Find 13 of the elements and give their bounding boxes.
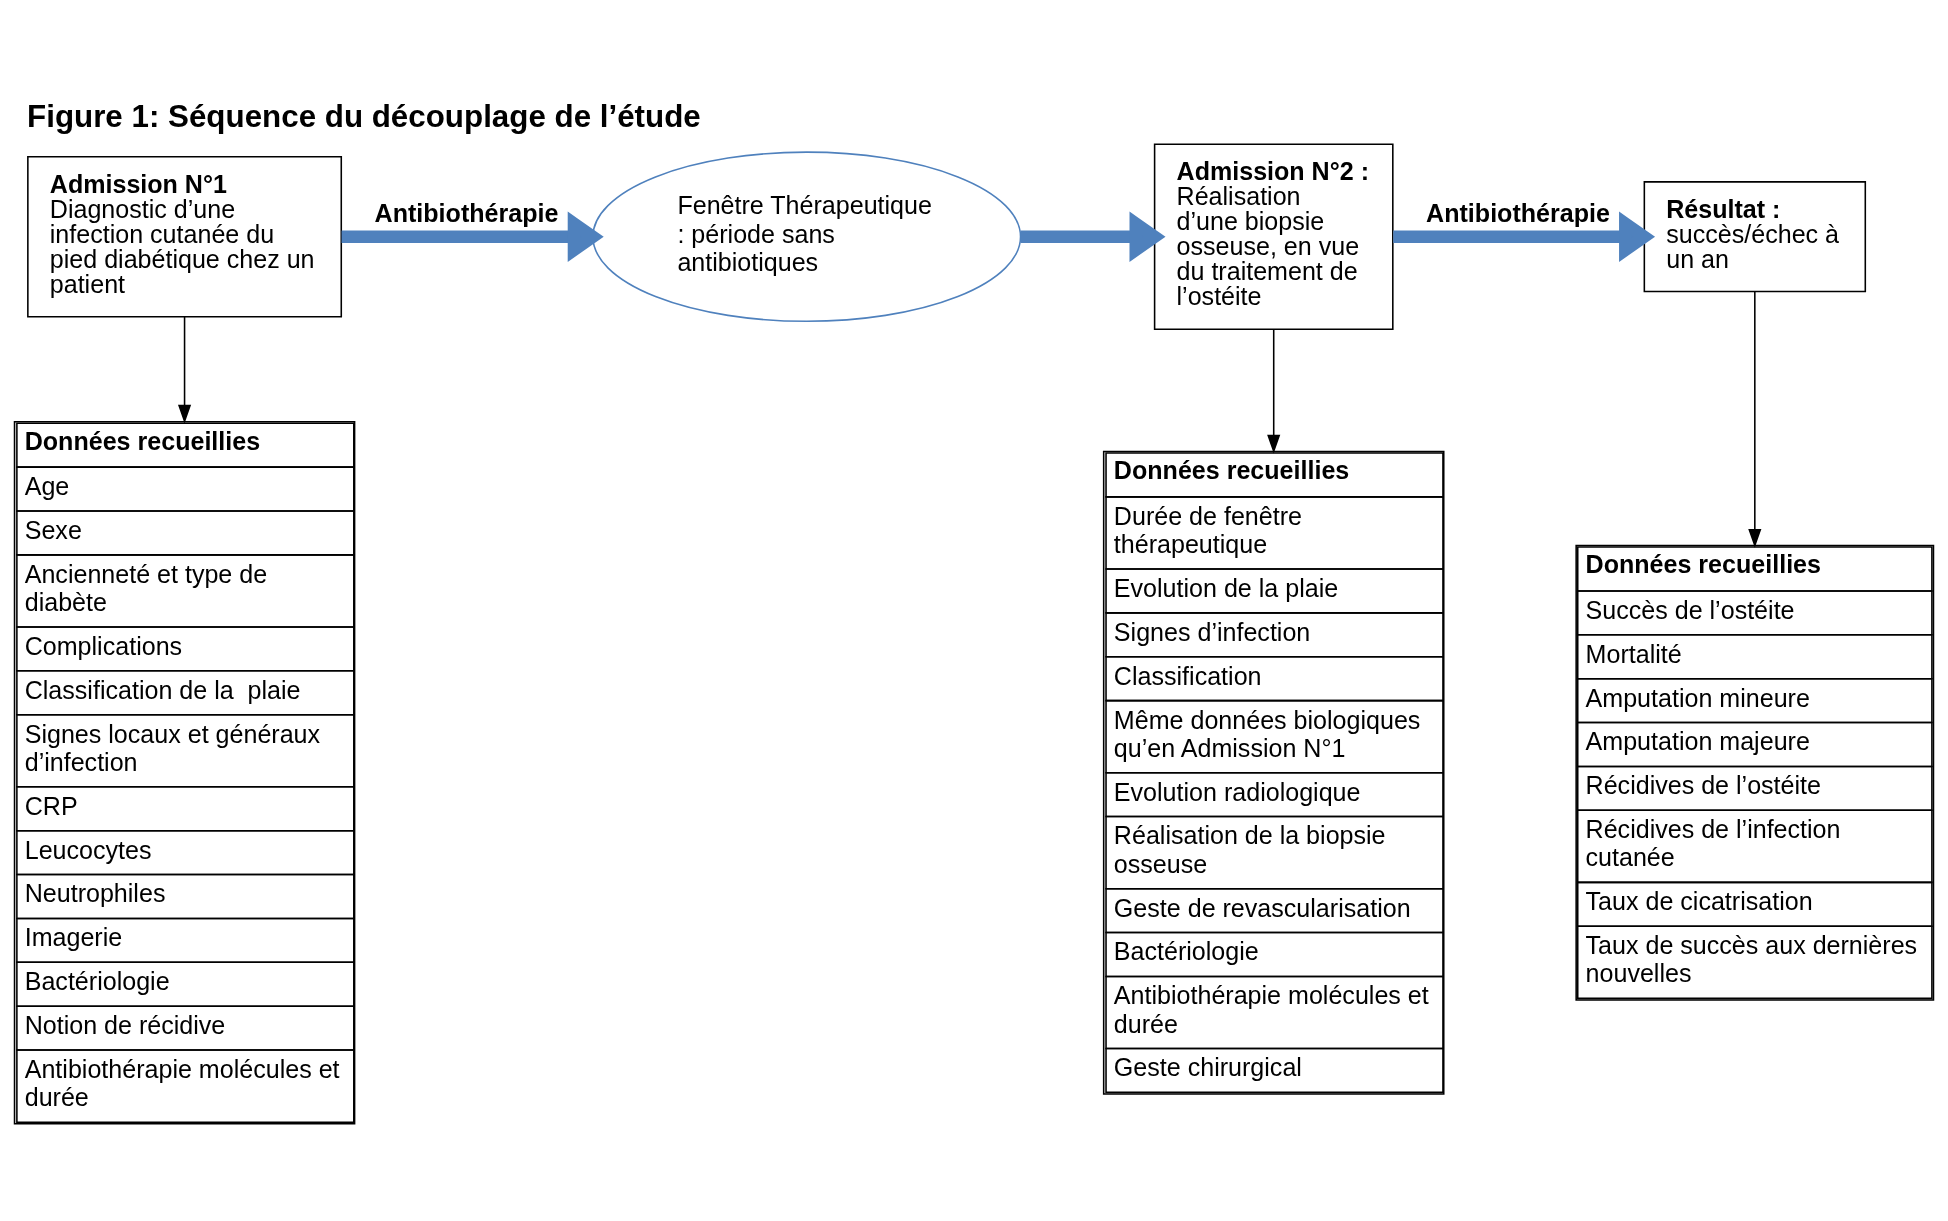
node-ellipse: Fenêtre Thérapeutique : période sans antibiotiques	[592, 151, 1022, 323]
arrow	[341, 211, 604, 262]
edge-label: Antibiothérapie	[1426, 199, 1610, 228]
edge-label: Antibiothérapie	[374, 199, 559, 228]
arrow	[1393, 211, 1656, 262]
arrow	[1267, 328, 1281, 454]
node-box: Admission N°1 Diagnostic d’une infection cutanée du pied diabétique chez un patient	[27, 156, 343, 318]
node-box: Admission N°2 : Réalisation d’une biopsie osseuse, en vue du traitement de l’ostéite	[1153, 143, 1394, 330]
arrow	[177, 316, 192, 424]
arrow	[1748, 291, 1762, 548]
arrow	[1020, 211, 1166, 262]
node-box: Résultat : succès/échec à un an	[1643, 181, 1867, 293]
diagram-title: Figure 1: Séquence du découplage de l’étude	[27, 99, 701, 135]
